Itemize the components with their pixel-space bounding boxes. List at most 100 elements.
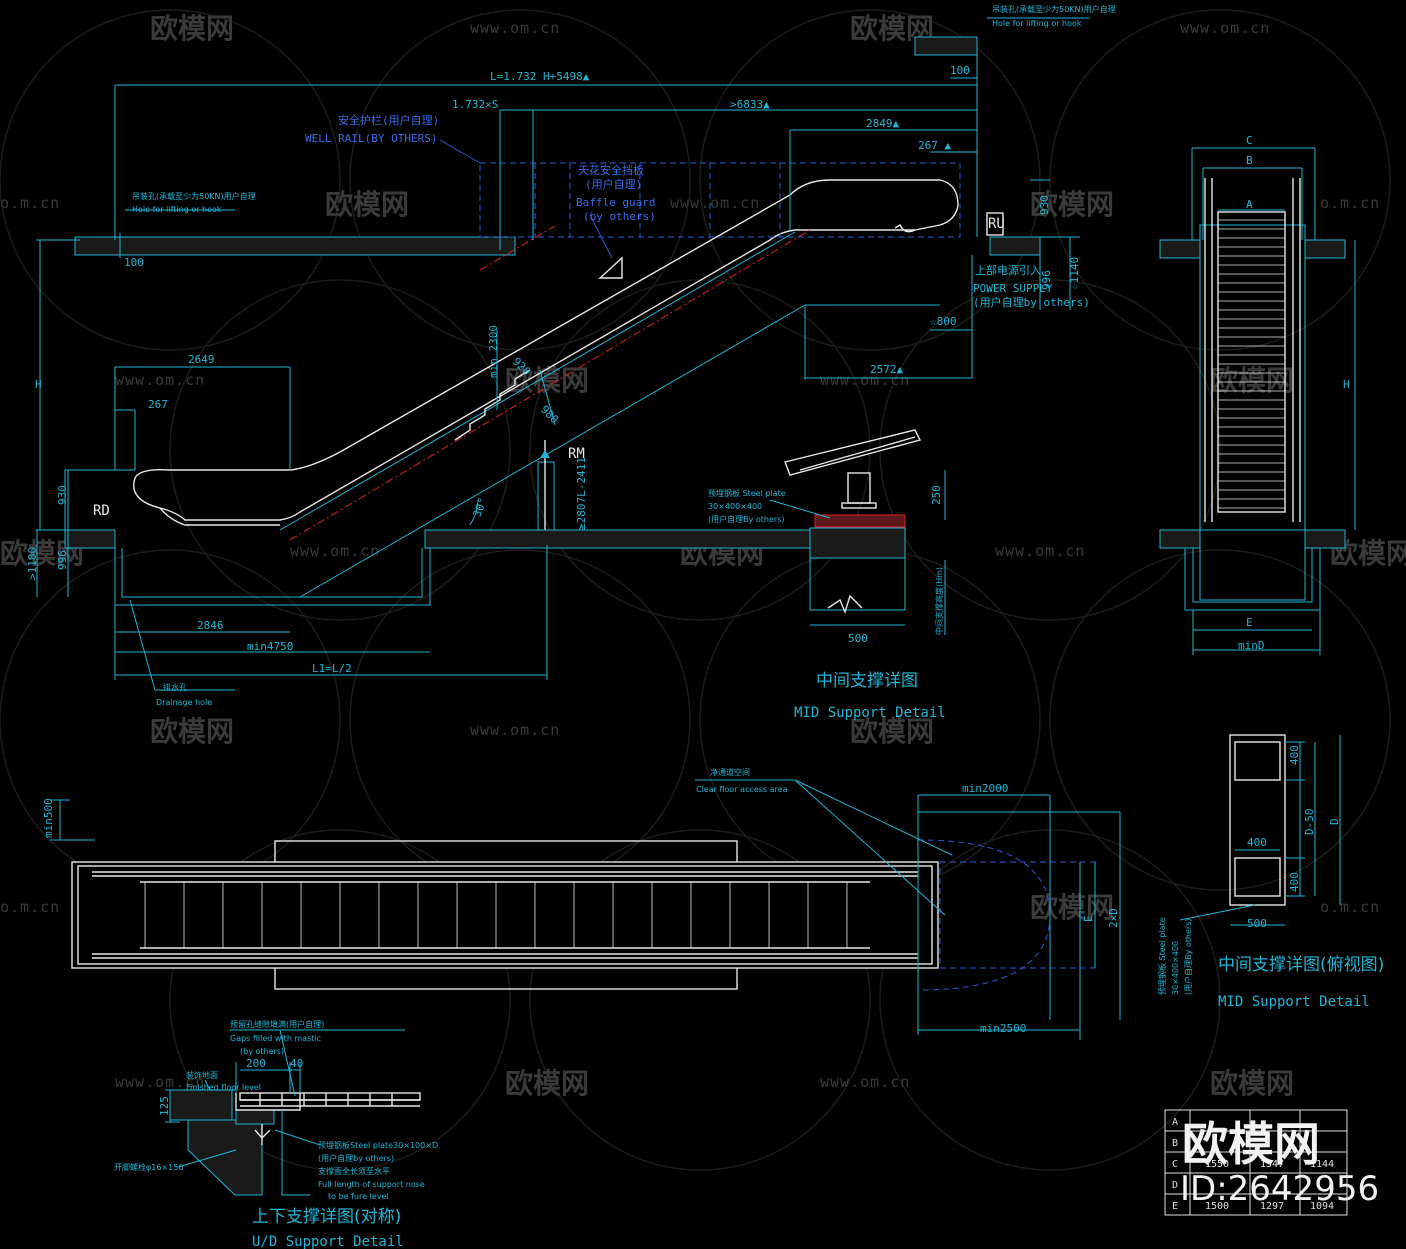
label-hole-left-cn: 吊装孔(承载至少为50KN)用户自理	[132, 191, 256, 201]
dim-1140: ☆1140	[1068, 257, 1081, 290]
dim-996-lower: 996	[56, 550, 69, 570]
dim-min2300: min 2300	[487, 325, 500, 378]
lower-floor-slab-left	[64, 529, 116, 549]
watermark-brand: 欧模网	[1030, 891, 1114, 924]
ud-plate-1: 预埋钢板Steel plate30×100×D	[318, 1140, 438, 1150]
dim-2846: 2846	[197, 619, 224, 632]
table-cell: D	[1172, 1180, 1178, 1191]
label-well-rail-en: WELL RAIL(BY OTHERS)	[305, 132, 437, 145]
label-power-en: POWER SUPPLY	[973, 282, 1053, 295]
label-rd: RD	[93, 503, 110, 519]
table-cell: 1347	[1260, 1159, 1284, 1170]
side-label-b: B	[1246, 154, 1253, 167]
ud-dim-200: 200	[246, 1057, 266, 1070]
mid-plan-400c: 400	[1288, 872, 1301, 892]
upper-floor-slab-right	[989, 236, 1041, 256]
well-rail	[479, 162, 961, 238]
mid-support-detail: 250 500 中间支撑高度(Hm) 预埋钢板 Steel plate 30×4…	[708, 429, 946, 721]
dim-rm: ≥2807L-2411	[575, 457, 588, 530]
mid-plan-plate-cn: 预埋钢板 Steel plate	[1157, 917, 1167, 995]
mid-plan-d50: D-50	[1303, 809, 1316, 836]
watermark-brand: 欧模网	[1210, 364, 1294, 397]
watermark-brand: 欧模网	[325, 188, 409, 221]
dim-height: H	[35, 378, 42, 391]
watermark-url: www.om.cn	[115, 371, 205, 389]
ud-plate-4: Full length of support nose	[318, 1180, 425, 1189]
mid-dim-250: 250	[930, 485, 943, 505]
watermark-brand: 欧模网	[1210, 1067, 1294, 1100]
label-ru: RU	[988, 216, 1005, 232]
dim-2649: 2649	[188, 353, 215, 366]
table-cell: 1144	[1310, 1159, 1334, 1170]
mid-title-en: MID Support Detail	[794, 705, 946, 721]
mid-support-plan: 400 400 400 500 D-50 D 预埋钢板 Steel plate …	[1157, 734, 1384, 1010]
side-label-c: C	[1246, 134, 1253, 147]
watermark-big-brand: 欧模网	[1182, 1117, 1320, 1171]
side-view: C B A E minD H	[1159, 134, 1356, 655]
ud-title-en: U/D Support Detail	[252, 1234, 404, 1249]
label-baffle-cn-1: 天花安全挡板	[578, 163, 644, 177]
upper-floor-slab-left	[74, 236, 516, 256]
baffle-guard-symbol	[598, 256, 623, 279]
ru-marker	[986, 212, 1004, 236]
label-rm: RM	[568, 446, 585, 462]
watermark-url: o.m.cn	[1320, 898, 1380, 916]
watermark-id: ID:2642956	[1180, 1169, 1379, 1209]
watermark-url: o.m.cn	[0, 194, 60, 212]
label-baffle-cn-2: (用户自理)	[585, 177, 642, 191]
mid-plate-size: 30×400×400	[708, 502, 762, 511]
watermark-brand: 欧模网	[150, 12, 234, 45]
plan-e: E	[1082, 915, 1095, 922]
dim-total-length: L=1.732 H+5498▲	[490, 70, 590, 83]
table-cell: 1094	[1310, 1201, 1334, 1212]
mid-title-cn: 中间支撑详图	[816, 671, 918, 691]
watermark-brand: 欧模网	[1030, 188, 1114, 221]
mid-plan-plate-size: 30×400×400	[1171, 941, 1180, 995]
watermark-url: www.om.cn	[820, 371, 910, 389]
watermark-url: www.om.cn	[820, 1073, 910, 1091]
ud-gaps-en-1: Gaps filled with mastic	[230, 1034, 321, 1043]
watermark-url: o.m.cn	[0, 898, 60, 916]
watermark-brand: 欧模网	[850, 715, 934, 748]
ud-plate-3: 支撑面全长须至水平	[318, 1166, 390, 1176]
dim-2572: 2572▲	[870, 363, 903, 376]
dim-2849: 2849▲	[866, 117, 899, 130]
watermark-url: www.om.cn	[470, 721, 560, 739]
label-well-rail-cn: 安全护栏(用户自理)	[338, 113, 439, 127]
label-power-by: (用户自理by others)	[973, 295, 1090, 309]
top-slab	[914, 36, 978, 56]
plan-min2500: min2500	[980, 1022, 1026, 1035]
dim-100-top: 100	[950, 64, 970, 77]
watermark-url: www.om.cn	[115, 1073, 205, 1091]
ud-finish-en: Finished floor level	[186, 1083, 261, 1092]
mid-plan-400a: 400	[1288, 745, 1301, 765]
dim-slope-length: 1.732×S	[452, 98, 498, 111]
watermark-url: o.m.cn	[1320, 194, 1380, 212]
plan-view: min500 min2000 min2500 2×D E 净通道空间 Clear…	[42, 767, 1121, 1040]
mid-plan-plate-by: (用户自理By others)	[1183, 919, 1193, 996]
dim-930-upper: 930	[1038, 195, 1051, 215]
dim-angle: 30°	[471, 496, 490, 519]
table-cell: 1550	[1205, 1159, 1229, 1170]
mid-plan-title-en: MID Support Detail	[1218, 994, 1370, 1010]
plan-min2000: min2000	[962, 782, 1008, 795]
ud-gaps-en-2: (by others)	[240, 1047, 284, 1056]
side-label-e: E	[1246, 616, 1253, 629]
side-label-h: H	[1343, 378, 1350, 391]
mid-plan-title-cn: 中间支撑详图(俯视图)	[1218, 955, 1384, 975]
plan-2xd: 2×D	[1107, 908, 1120, 928]
mid-plan-500: 500	[1247, 917, 1267, 930]
mid-dim-500: 500	[848, 632, 868, 645]
watermark-url: www.om.cn	[1180, 19, 1270, 37]
plan-min500: min500	[42, 798, 55, 838]
label-power-cn: 上部电源引入	[975, 263, 1041, 277]
plan-clear-en: Clear floor access area	[696, 785, 788, 794]
dim-267-upper: 267 ▲	[918, 139, 951, 152]
dim-800: ☆800	[930, 315, 957, 328]
ud-dim-40: 40	[290, 1057, 303, 1070]
mid-plan-d: D	[1328, 818, 1341, 825]
plan-clear-cn: 净通道空间	[710, 767, 750, 777]
table-cell: B	[1172, 1138, 1178, 1149]
